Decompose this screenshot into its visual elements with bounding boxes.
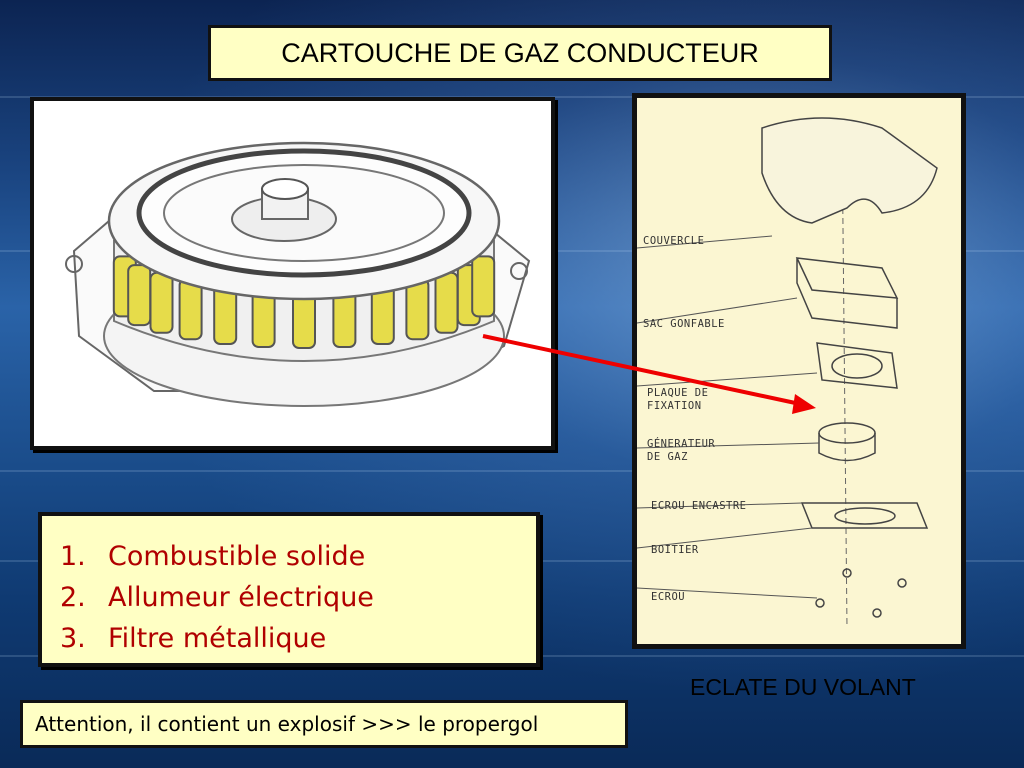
mount-hole bbox=[65, 255, 83, 273]
label-ecrou-encastre: ECROU ENCASTRE bbox=[651, 500, 747, 512]
housing-part bbox=[800, 502, 929, 529]
mesh-window bbox=[127, 264, 152, 327]
airbag-part bbox=[795, 257, 899, 329]
label-boitier: BOITIER bbox=[651, 544, 699, 556]
list-item-number: 2. bbox=[60, 582, 86, 613]
nut-part bbox=[897, 578, 907, 588]
components-list: 1. Combustible solide 2. Allumeur électriq… bbox=[60, 536, 536, 659]
mesh-window bbox=[434, 271, 459, 334]
list-item-label: Filtre métallique bbox=[108, 623, 327, 654]
label-generateur-1: GÉNERATEUR bbox=[647, 437, 715, 450]
label-plaque-2: FIXATION bbox=[647, 400, 702, 412]
slide-title: CARTOUCHE DE GAZ CONDUCTEUR bbox=[208, 25, 832, 81]
diagram-caption: ECLATE DU VOLANT bbox=[690, 674, 916, 700]
label-couvercle: COUVERCLE bbox=[643, 235, 704, 247]
generator-part bbox=[818, 422, 876, 444]
components-list-box: 1. Combustible solide 2. Allumeur électriq… bbox=[38, 512, 540, 667]
warning-note: Attention, il contient un explosif >>> l… bbox=[20, 700, 628, 748]
exploded-view-diagram: COUVERCLE SAC GONFABLE PLAQUE DE FIXATIO… bbox=[632, 93, 966, 649]
mesh-window bbox=[178, 278, 203, 341]
list-item-label: Combustible solide bbox=[108, 541, 366, 572]
label-plaque-1: PLAQUE DE bbox=[647, 387, 708, 399]
mesh-window bbox=[149, 271, 174, 334]
metal-filter-mesh bbox=[112, 255, 496, 349]
label-sac-gonflable: SAC GONFABLE bbox=[643, 318, 725, 330]
list-item-number: 3. bbox=[60, 623, 86, 654]
gas-generator-illustration bbox=[30, 97, 555, 450]
cover-part bbox=[761, 117, 938, 224]
label-generateur-2: DE GAZ bbox=[647, 451, 688, 463]
background-streak bbox=[0, 470, 1024, 472]
nut-part bbox=[842, 568, 852, 578]
list-item: 1. Combustible solide bbox=[60, 536, 536, 577]
nut-part bbox=[872, 608, 882, 618]
list-item-number: 1. bbox=[60, 541, 86, 572]
nut-part bbox=[815, 598, 825, 608]
list-item: 2. Allumeur électrique bbox=[60, 577, 536, 618]
list-item-label: Allumeur électrique bbox=[108, 582, 374, 613]
mesh-window bbox=[405, 278, 430, 341]
mesh-window bbox=[471, 255, 496, 318]
exploded-view-drawing: COUVERCLE SAC GONFABLE PLAQUE DE FIXATIO… bbox=[636, 117, 938, 629]
label-ecrou: ECROU bbox=[651, 591, 685, 603]
mount-hole bbox=[510, 262, 528, 280]
mounting-plate-part bbox=[816, 342, 898, 389]
list-item: 3. Filtre métallique bbox=[60, 618, 536, 659]
gas-generator-drawing bbox=[65, 141, 531, 407]
